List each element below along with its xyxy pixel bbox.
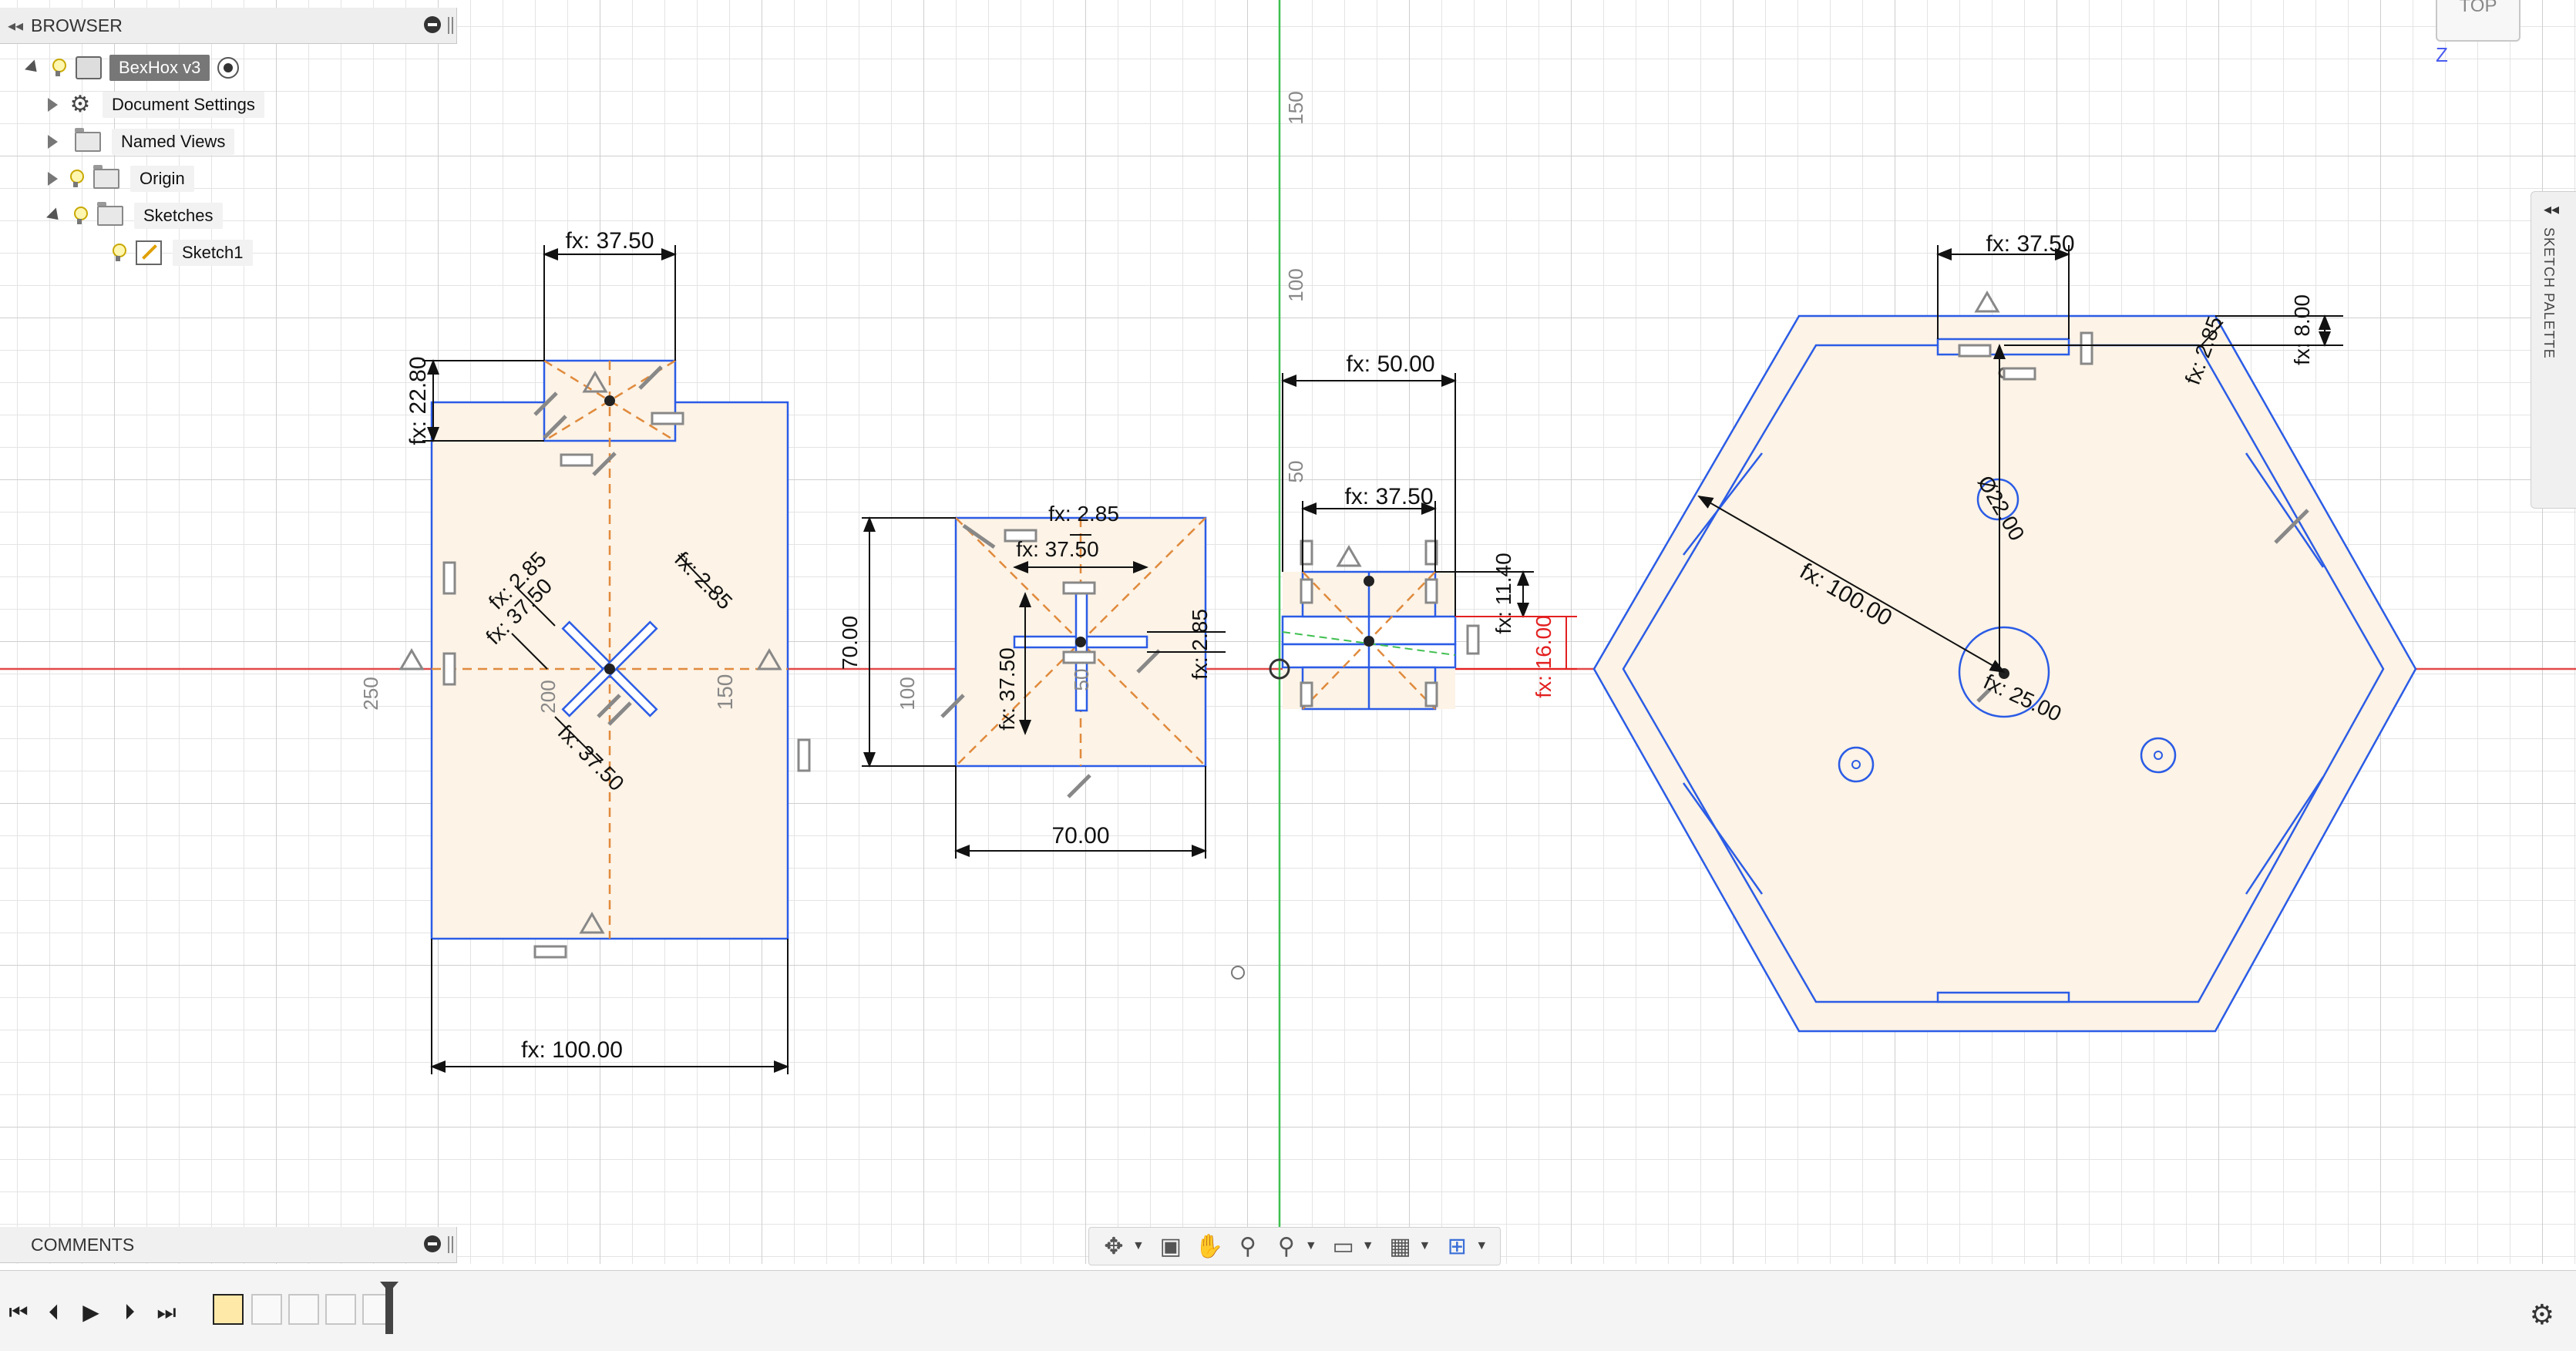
dim-d22[interactable]: fx: 37.50: [1986, 231, 2074, 257]
collapsed-triangle-icon[interactable]: [48, 98, 58, 112]
expand-icon[interactable]: ◂◂: [2544, 201, 2560, 218]
chevron-down-icon[interactable]: ▼: [1132, 1239, 1145, 1252]
dim-d7[interactable]: 200: [536, 680, 560, 713]
grid-icon[interactable]: ▦: [1389, 1233, 1411, 1259]
fit-icon[interactable]: ⚲: [1277, 1233, 1295, 1259]
sketch-icon: [136, 240, 162, 265]
pan-icon[interactable]: ✋: [1195, 1233, 1224, 1259]
tree-item-label: Sketches: [134, 203, 223, 229]
profile-4[interactable]: fx: 37.50 fx: 2.85 fx: 8.00 fx: 100.00 Ø…: [1592, 231, 2417, 1033]
expanded-triangle-icon[interactable]: [25, 59, 42, 76]
browser-title: BROWSER: [31, 15, 123, 35]
dim-d2[interactable]: fx: 22.80: [405, 356, 431, 445]
dim-d8[interactable]: 150: [713, 674, 737, 711]
visibility-bulb-icon[interactable]: [69, 170, 84, 188]
dim-d15[interactable]: 50: [1070, 669, 1093, 691]
tree-item-document-settings[interactable]: ⚙ Document Settings: [48, 89, 264, 120]
folder-icon: [93, 165, 119, 189]
dim-d9[interactable]: fx: 100.00: [521, 1037, 623, 1063]
collapse-icon[interactable]: ◂◂: [7, 17, 24, 35]
tree-item-named-views[interactable]: Named Views: [48, 126, 235, 157]
profile-1[interactable]: fx: 37.50 fx: 22.80 fx: 2.85 fx: 37.50 f…: [399, 228, 811, 1074]
expanded-triangle-icon[interactable]: [46, 207, 63, 224]
dim-d19[interactable]: fx: 37.50: [1344, 484, 1433, 509]
timeline-feature[interactable]: [251, 1294, 282, 1325]
component-name[interactable]: BexHox v3: [109, 55, 210, 81]
gear-icon: ⚙: [69, 92, 91, 117]
plus-icon[interactable]: [424, 1235, 441, 1252]
tree-item-sketches[interactable]: Sketches: [46, 200, 223, 231]
dim-d14[interactable]: fx: 37.50: [995, 647, 1019, 730]
dim-d18[interactable]: fx: 50.00: [1346, 351, 1434, 377]
collapsed-triangle-icon[interactable]: [48, 172, 58, 186]
timeline-feature[interactable]: [325, 1294, 356, 1325]
dim-d13[interactable]: 100: [896, 677, 919, 710]
tree-item-label: Sketch1: [173, 240, 253, 266]
go-to-start-icon[interactable]: ⏮: [8, 1300, 29, 1324]
timeline-feature[interactable]: [288, 1294, 319, 1325]
chevron-down-icon[interactable]: ▼: [1304, 1239, 1317, 1252]
ruler-50: 50: [1284, 461, 1307, 483]
timeline: ⏮ ⏴ ▶ ⏵ ⏭ ⚙: [0, 1270, 2576, 1351]
dim-d10[interactable]: fx: 2.85: [1048, 502, 1119, 526]
pin-icon[interactable]: [448, 17, 453, 34]
viewports-icon[interactable]: ⊞: [1447, 1233, 1467, 1259]
dim-d24[interactable]: fx: 8.00: [2290, 294, 2314, 365]
view-cube[interactable]: TOP: [2436, 0, 2521, 42]
tree-item-label: Document Settings: [103, 92, 264, 118]
gear-icon[interactable]: ⚙: [2529, 1299, 2554, 1330]
folder-icon: [97, 202, 123, 226]
z-axis-label: Z: [2436, 43, 2448, 66]
sketch-palette-label: SKETCH PALETTE: [2541, 227, 2557, 359]
tree-item-label: Named Views: [112, 129, 235, 155]
timeline-marker[interactable]: [380, 1282, 399, 1334]
visibility-bulb-icon[interactable]: [51, 59, 66, 77]
step-forward-icon[interactable]: ⏵: [123, 1300, 135, 1324]
step-back-icon[interactable]: ⏴: [48, 1300, 59, 1324]
chevron-down-icon[interactable]: ▼: [1475, 1239, 1488, 1252]
minus-icon[interactable]: [424, 16, 441, 33]
tree-item-sketch1[interactable]: Sketch1: [111, 237, 253, 268]
folder-icon: [75, 128, 101, 152]
dim-d11[interactable]: fx: 37.50: [1016, 537, 1098, 561]
profile-3[interactable]: fx: 50.00 fx: 37.50 fx: 11.40 fx: 16.00: [1231, 351, 1577, 980]
dim-d1[interactable]: fx: 37.50: [565, 228, 654, 254]
orbit-icon[interactable]: ✥: [1104, 1233, 1124, 1259]
sketch-svg: 150 100 50 250: [0, 0, 2576, 1264]
comments-header[interactable]: COMMENTS: [0, 1227, 457, 1263]
navigation-bar: ✥ ▼ ▣ ✋ ⚲ ⚲ ▼ ▭ ▼ ▦ ▼ ⊞ ▼: [1088, 1227, 1502, 1265]
dim-d17[interactable]: 70.00: [1051, 823, 1109, 849]
comments-title: COMMENTS: [31, 1234, 135, 1255]
sketch-palette-tab[interactable]: ◂◂ SKETCH PALETTE: [2531, 191, 2576, 509]
tree-item-label: Origin: [130, 166, 194, 192]
chevron-down-icon[interactable]: ▼: [1361, 1239, 1374, 1252]
browser-header[interactable]: ◂◂ BROWSER: [0, 8, 457, 44]
zoom-icon[interactable]: ⚲: [1239, 1233, 1256, 1259]
ruler-150: 150: [1284, 91, 1307, 124]
activate-radio-icon[interactable]: [217, 57, 240, 79]
ruler-250: 250: [359, 677, 382, 710]
chevron-down-icon[interactable]: ▼: [1418, 1239, 1431, 1252]
tree-item-component[interactable]: BexHox v3: [25, 52, 240, 83]
timeline-sketch-feature[interactable]: [213, 1294, 244, 1325]
look-at-icon[interactable]: ▣: [1159, 1233, 1182, 1259]
dim-d20[interactable]: fx: 11.40: [1491, 553, 1515, 633]
display-settings-icon[interactable]: ▭: [1332, 1233, 1354, 1259]
sketch-canvas[interactable]: 150 100 50 250: [0, 0, 2576, 1264]
visibility-bulb-icon[interactable]: [111, 244, 126, 262]
dim-d12[interactable]: 70.00: [838, 616, 862, 670]
dim-d16[interactable]: fx: 2.85: [1188, 609, 1212, 680]
go-to-end-icon[interactable]: ⏭: [156, 1300, 177, 1324]
collapsed-triangle-icon[interactable]: [48, 135, 58, 149]
profile-2[interactable]: fx: 2.85 fx: 37.50 70.00 100 fx: 37.50 5…: [838, 502, 1226, 859]
ruler-100: 100: [1284, 268, 1307, 301]
component-icon: [76, 56, 102, 79]
dim-d21[interactable]: fx: 16.00: [1532, 615, 1555, 697]
view-cube-face-label: TOP: [2459, 0, 2497, 16]
play-icon[interactable]: ▶: [82, 1300, 99, 1324]
pin-icon[interactable]: [448, 1236, 453, 1253]
visibility-bulb-icon[interactable]: [72, 207, 88, 225]
tree-item-origin[interactable]: Origin: [48, 163, 194, 194]
